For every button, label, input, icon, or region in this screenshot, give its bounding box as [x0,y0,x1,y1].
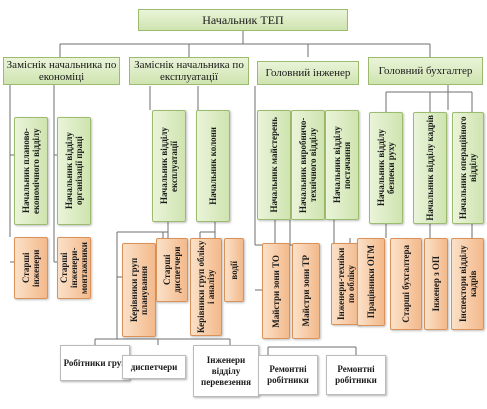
head-hr-dept: Начальник відділу кадрів [413,112,447,224]
head-labor-dept-label: Начальник відділу організації праці [64,132,84,210]
chief-accountant-node: Головний бухгалтер [368,57,483,85]
drivers: водії [224,238,244,302]
head-labor-dept: Начальник відділу організації праці [57,117,91,225]
chief-engineer-label: Головний інженер [265,67,351,79]
head-workshops: Начальник майстерень [257,110,291,220]
head-operations-dept: Начальник операційного відділу [452,112,484,224]
senior-engineers-installers-label: Старші інженери-монтажники [59,242,89,294]
dispatchers-label: диспетчери [130,361,178,372]
head-workshops-label: Начальник майстерень [269,117,279,213]
senior-accountants: Старші бухгалтера [390,238,422,330]
safety-engineer: Інженер з ОП [424,238,448,330]
head-supply-dept-label: Начальник відділу постачання [332,126,352,204]
safety-engineer-label: Інженер з ОП [431,256,441,312]
root-label: Начальник ТЕП [202,13,284,27]
head-production-tech-dept: Начальник виробничо-технічного відділу [291,110,325,220]
hr-inspectors-label: Інспектори відділу кадрів [457,245,478,323]
repair-workers-1-label: Ремонтні робітники [267,364,309,385]
root-node: Начальник ТЕП [138,9,348,31]
head-hr-dept-label: Начальник відділу кадрів [425,115,435,221]
deputy-exploitation-node: Заміснік начальника по експлуатації [129,57,249,85]
senior-engineers: Старші інженери [14,237,48,299]
head-traffic-safety-dept-label: Начальник відділу безпеки руху [376,129,396,207]
accounting-engineers-label: Інженери-техніки по обліку [336,247,356,321]
planning-group-leads: Керівники груп планування [122,243,156,337]
head-exploitation-dept: Начальник відділу експлуатації [152,110,186,222]
head-column-label: Начальник колони [208,127,218,205]
repair-zone-masters-label: Майстри зони ТР [301,255,311,327]
head-column: Начальник колони [196,110,230,222]
senior-engineers-label: Старші інженери [21,249,41,287]
head-exploitation-dept-label: Начальник відділу експлуатації [159,127,179,205]
head-traffic-safety-dept: Начальник відділу безпеки руху [369,112,403,224]
deputy-economics-label: Заміснік начальника по економіці [6,59,117,83]
repair-zone-masters: Майстри зони ТР [292,243,320,339]
head-planning-dept-label: Начальник планово-економічного відділу [21,128,41,214]
planning-group-leads-label: Керівники груп планування [129,257,149,323]
ogm-workers-label: Працівники ОГМ [366,245,376,319]
accounting-group-leads-label: Керівники груп обліку і аналізу [196,240,216,334]
senior-dispatchers: Старші диспетчери [156,238,188,302]
repair-workers-2: Ремонтні робітники [326,355,386,395]
dispatchers: диспетчери [122,355,186,379]
deputy-economics-node: Заміснік начальника по економіці [3,57,120,85]
chief-accountant-label: Головний бухгалтер [378,65,473,77]
head-supply-dept: Начальник відділу постачання [325,110,359,220]
senior-accountants-label: Старші бухгалтера [401,245,411,323]
senior-dispatchers-label: Старші диспетчери [162,246,182,294]
chief-engineer-node: Головний інженер [257,61,359,85]
accounting-group-leads: Керівники груп обліку і аналізу [190,238,222,336]
transport-dept-engineers-label: Інженери відділу перевезення [201,354,251,387]
senior-engineers-installers: Старші інженери-монтажники [57,237,91,299]
maintenance-zone-masters: Майстри зони ТО [262,243,290,339]
deputy-exploitation-label: Заміснік начальника по експлуатації [134,59,244,83]
ogm-workers: Працівники ОГМ [357,238,385,326]
drivers-label: водії [229,260,239,280]
transport-dept-engineers: Інженери відділу перевезення [193,345,259,397]
head-planning-dept: Начальник планово-економічного відділу [14,117,48,225]
group-workers: Робітники груп [60,345,130,381]
head-operations-dept-label: Начальник операційного відділу [458,116,478,220]
group-workers-label: Робітники груп [63,357,127,368]
hr-inspectors: Інспектори відділу кадрів [451,238,484,330]
repair-workers-2-label: Ремонтні робітники [335,364,377,385]
repair-workers-1: Ремонтні робітники [258,355,318,395]
maintenance-zone-masters-label: Майстри зони ТО [271,254,281,328]
head-production-tech-dept-label: Начальник виробничо-технічного відділу [298,117,318,213]
